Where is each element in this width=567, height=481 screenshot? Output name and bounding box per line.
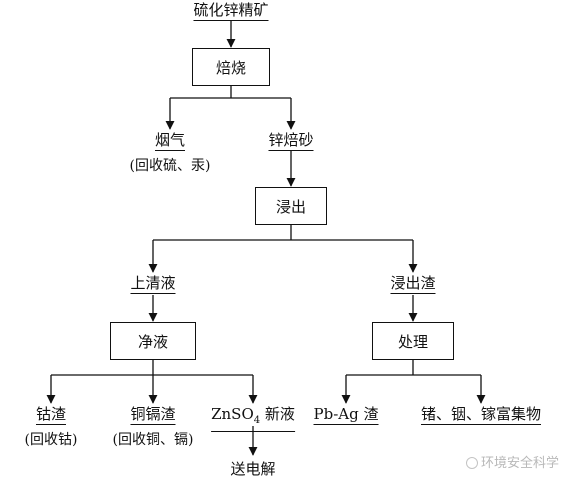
box-purification: 净液 <box>110 322 196 360</box>
box-leaching-label: 浸出 <box>275 197 306 216</box>
note-cobalt-residue: (回收钴) <box>24 432 78 448</box>
znso4-suffix: 新液 <box>264 405 295 423</box>
box-leaching: 浸出 <box>255 187 327 225</box>
box-roasting-label: 焙烧 <box>215 58 246 77</box>
box-purification-label: 净液 <box>137 332 168 351</box>
node-pb-ag-residue: Pb-Ag 渣 <box>313 405 379 425</box>
node-electrolysis: 送电解 <box>230 460 276 478</box>
node-cobalt-residue: 钴渣 <box>35 405 67 425</box>
node-supernatant: 上清液 <box>130 274 176 294</box>
box-treatment-label: 处理 <box>397 332 428 351</box>
watermark: 环境安全科学 <box>465 452 559 471</box>
node-calcine: 锌焙砂 <box>268 131 314 151</box>
znso4-subscript: 4 <box>253 415 261 426</box>
note-cu-cd-residue: (回收铜、镉) <box>112 432 194 448</box>
note-flue-gas: (回收硫、汞) <box>129 158 211 174</box>
node-flue-gas: 烟气 <box>154 131 186 151</box>
node-ge-in-ga: 锗、铟、镓富集物 <box>420 405 542 425</box>
box-treatment: 处理 <box>372 322 454 360</box>
box-roasting: 焙烧 <box>192 48 270 86</box>
znso4-formula: ZnSO <box>211 405 254 423</box>
node-znso4: ZnSO4 新液 <box>211 405 295 432</box>
node-cu-cd-residue: 铜镉渣 <box>130 405 176 425</box>
node-concentrate: 硫化锌精矿 <box>193 1 269 21</box>
watermark-text: 环境安全科学 <box>480 456 559 471</box>
wechat-icon <box>465 457 478 469</box>
node-leach-residue: 浸出渣 <box>390 274 436 294</box>
